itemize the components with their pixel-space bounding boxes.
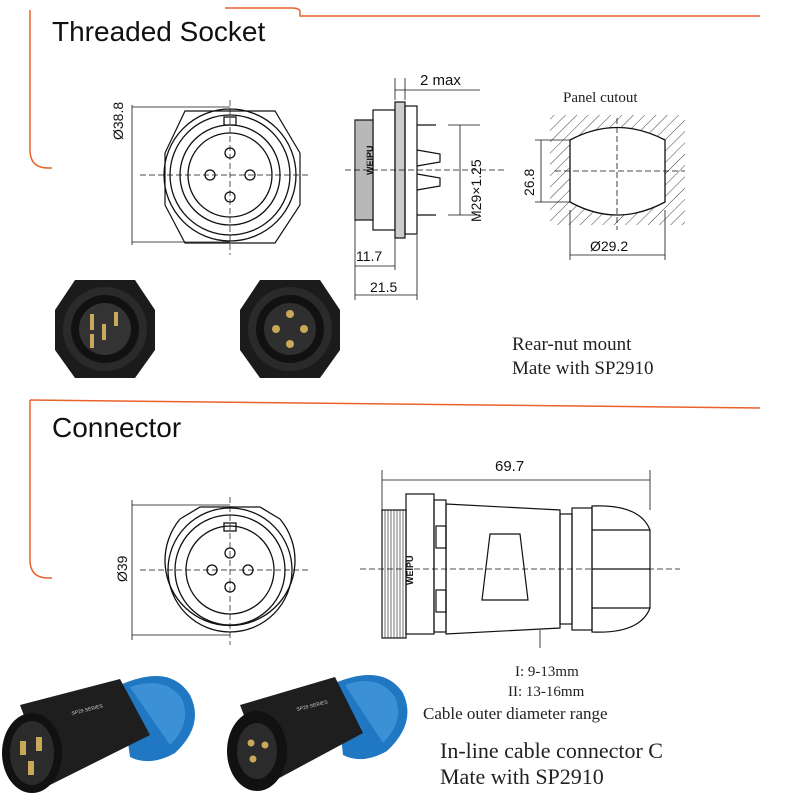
socket-title: Threaded Socket <box>52 16 266 47</box>
socket-diameter-dim: Ø38.8 <box>110 101 126 140</box>
panel-cutout <box>535 115 685 260</box>
socket-female-photo <box>240 280 340 378</box>
socket-2max-dim: 2 max <box>420 72 461 89</box>
socket-side-brand: WEIPU <box>365 145 375 175</box>
socket-front-view <box>131 100 310 255</box>
socket-11-7-dim: 11.7 <box>356 248 383 264</box>
connector-male-photo: SP29 SERIES <box>2 676 195 793</box>
socket-thread-dim: M29×1.25 <box>468 159 484 222</box>
connector-length-dim: 69.7 <box>495 458 525 475</box>
connector-diameter-dim: Ø39 <box>114 555 130 582</box>
cable-range-label: Cable outer diameter range <box>423 704 608 723</box>
connector-note-type: In-line cable connector C <box>440 738 663 763</box>
connector-front-view <box>131 497 310 645</box>
connector-female-photo: SP29 SERIES <box>227 675 408 791</box>
cable-range-1: I: 9-13mm <box>515 664 579 680</box>
socket-note-mate: Mate with SP2910 <box>512 358 654 379</box>
socket-21-5-dim: 21.5 <box>370 279 398 295</box>
connector-note-mate: Mate with SP2910 <box>440 764 604 789</box>
cable-range-2: II: 13-16mm <box>508 684 585 700</box>
panel-cutout-label: Panel cutout <box>563 90 638 106</box>
socket-note-mount: Rear-nut mount <box>512 334 632 355</box>
panel-26-8-dim: 26.8 <box>521 168 537 196</box>
connector-title: Connector <box>52 412 182 443</box>
panel-29-2-dim: Ø29.2 <box>590 238 629 254</box>
socket-male-photo <box>55 280 155 378</box>
connector-side-brand: WEIPU <box>405 555 415 585</box>
socket-side-view <box>345 78 505 300</box>
connector-side-view <box>360 470 680 648</box>
